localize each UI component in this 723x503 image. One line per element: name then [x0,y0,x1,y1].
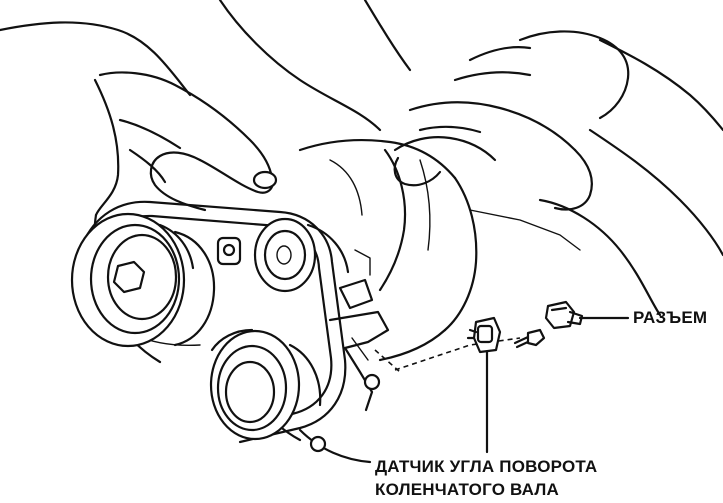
lower-pulley [209,328,322,441]
install-path [374,337,521,373]
hand-right [393,30,630,211]
hand-left [98,71,278,212]
crankshaft-pulley [70,212,216,348]
crankshaft-sensor [466,316,502,354]
connector-label: РАЗЪЕМ [633,308,708,327]
crank-bolt-head [112,260,146,294]
sensor-bracket [309,249,390,453]
crankshaft-sensor-label: ДАТЧИК УГЛА ПОВОРОТА КОЛЕНЧАТОГО ВАЛА [375,455,597,501]
sensor-bolt [513,328,546,349]
crankshaft-sensor-label-line1: ДАТЧИК УГЛА ПОВОРОТА [375,457,598,476]
idler-pulley-upper [216,217,350,293]
crankshaft-sensor-label-line2: КОЛЕНЧАТОГО ВАЛА [375,480,559,499]
connector-plug [544,300,584,330]
